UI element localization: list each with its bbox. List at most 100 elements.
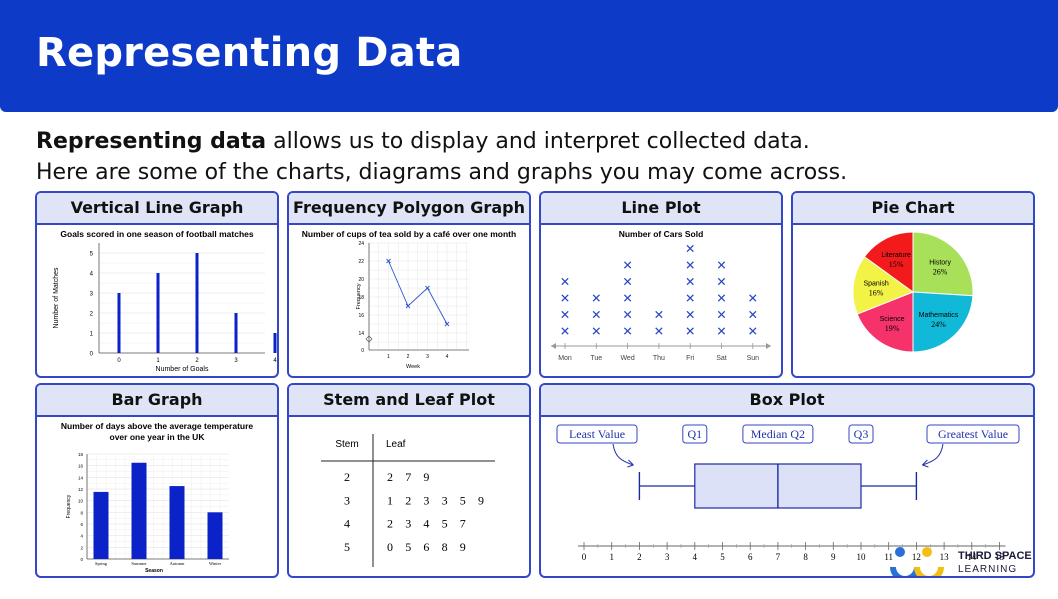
- y-axis-label: Frequency: [356, 283, 362, 309]
- cross-mark: [686, 310, 694, 319]
- x-tick-label: 2: [407, 354, 410, 360]
- card-title: Line Plot: [541, 193, 781, 225]
- greatest-arrow: [922, 443, 944, 466]
- least-value-label-box: [556, 424, 638, 444]
- y-tick-label: 24: [358, 241, 364, 247]
- x-tick-label: 4: [446, 354, 449, 360]
- leaf-value: 3: [423, 493, 429, 507]
- x-axis-label: Number of Goals: [156, 366, 209, 373]
- median-label-box: [742, 424, 814, 444]
- greatest-arrowhead: [922, 459, 929, 468]
- x-axis-label: Week: [406, 364, 420, 370]
- data-point: [386, 258, 391, 264]
- tick-label: 11: [884, 552, 893, 562]
- stem-header: Stem: [335, 439, 358, 450]
- cross-mark: [623, 277, 632, 286]
- chart-title: Number of days above the average tempera…: [61, 421, 254, 431]
- least-arrowhead: [627, 459, 634, 468]
- y-tick-label: 3: [90, 292, 94, 298]
- cross-mark: [592, 294, 600, 302]
- logo-arc: [890, 566, 920, 576]
- cross-mark: [592, 327, 600, 335]
- leaf-value: 9: [460, 540, 466, 554]
- cross-mark: [561, 294, 569, 302]
- tick-label: 10: [857, 552, 867, 562]
- cross-mark: [749, 294, 757, 302]
- cross-mark: [717, 310, 726, 319]
- x-tick-label: Winter: [209, 561, 222, 566]
- pie-slice: [856, 291, 914, 353]
- tick-label: 12: [912, 552, 921, 562]
- arrow-left: [551, 343, 556, 349]
- tick-label: 3: [665, 552, 670, 562]
- leaf-value: 5: [442, 517, 448, 531]
- y-tick-label: 5: [90, 252, 94, 258]
- y-tick-label: 1: [90, 332, 94, 338]
- bar: [169, 486, 185, 559]
- leaf-value: 2: [387, 517, 393, 531]
- data-point: [444, 321, 450, 327]
- y-axis-label: Frequency: [66, 494, 72, 518]
- card-title: Frequency Polygon Graph: [289, 193, 529, 225]
- cross-mark: [623, 294, 632, 302]
- y-axis-label: Number of Matches: [53, 267, 60, 329]
- pie-slice: [912, 231, 974, 297]
- stem-value: 3: [344, 493, 350, 507]
- cross-mark: [655, 310, 663, 319]
- leaf-value: 5: [460, 493, 466, 507]
- leaf-value: 8: [442, 540, 448, 554]
- x-tick-label: 2: [195, 358, 199, 364]
- tick-label: 13: [940, 552, 950, 562]
- leaf-value: 3: [442, 493, 448, 507]
- cross-mark: [592, 310, 600, 319]
- x-axis-label: Season: [145, 568, 163, 574]
- x-tick-label: Sun: [747, 355, 760, 362]
- y-tick-label: 0: [80, 557, 83, 562]
- card-frequency-polygon: Frequency Polygon Graph Number of cups o…: [287, 191, 531, 378]
- data-point: [425, 285, 430, 291]
- bar-graph-chart: Number of days above the average tempera…: [61, 421, 254, 574]
- greatest-value-label-box: [926, 424, 1020, 444]
- cross-mark: [717, 261, 726, 269]
- cross-mark: [749, 310, 757, 319]
- cross-mark: [623, 261, 632, 269]
- leaf-value: 9: [478, 493, 484, 507]
- y-tick-label: 4: [80, 534, 83, 539]
- slice-label: History: [929, 260, 951, 267]
- leaf-value: 9: [423, 470, 429, 484]
- x-tick-label: Summer: [131, 561, 147, 566]
- y-tick-label: 18: [78, 452, 84, 457]
- cross-mark: [717, 294, 726, 302]
- tick-label: 7: [776, 552, 781, 562]
- x-tick-label: 1: [387, 354, 390, 360]
- q3-label: Q3: [854, 427, 869, 441]
- tick-label: 1: [609, 552, 614, 562]
- tick-label: 9: [831, 552, 836, 562]
- leaf-value: 4: [423, 517, 429, 531]
- x-tick-label: 4: [273, 358, 277, 364]
- cross-mark: [686, 277, 694, 286]
- y-tick-label: 2: [90, 312, 94, 318]
- x-tick-label: Fri: [686, 355, 695, 362]
- x-tick-label: 3: [426, 354, 429, 360]
- pie-slice: [863, 231, 914, 293]
- cross-mark: [717, 327, 726, 335]
- chart-title: over one year in the UK: [110, 432, 206, 442]
- card-vertical-line-graph: Vertical Line Graph Goals scored in one …: [35, 191, 279, 378]
- logo-dot: [922, 547, 932, 557]
- intro-line2: Here are some of the charts, diagrams an…: [36, 160, 848, 185]
- median-label: Median Q2: [751, 427, 805, 441]
- leaf-value: 5: [405, 540, 411, 554]
- q1-label: Q1: [687, 427, 702, 441]
- bar: [117, 293, 121, 353]
- y-tick-label: 4: [90, 272, 94, 278]
- tick-label: 2: [637, 552, 642, 562]
- tick-label: 6: [748, 552, 753, 562]
- intro-bold: Representing data: [36, 129, 267, 154]
- cross-mark: [561, 327, 569, 335]
